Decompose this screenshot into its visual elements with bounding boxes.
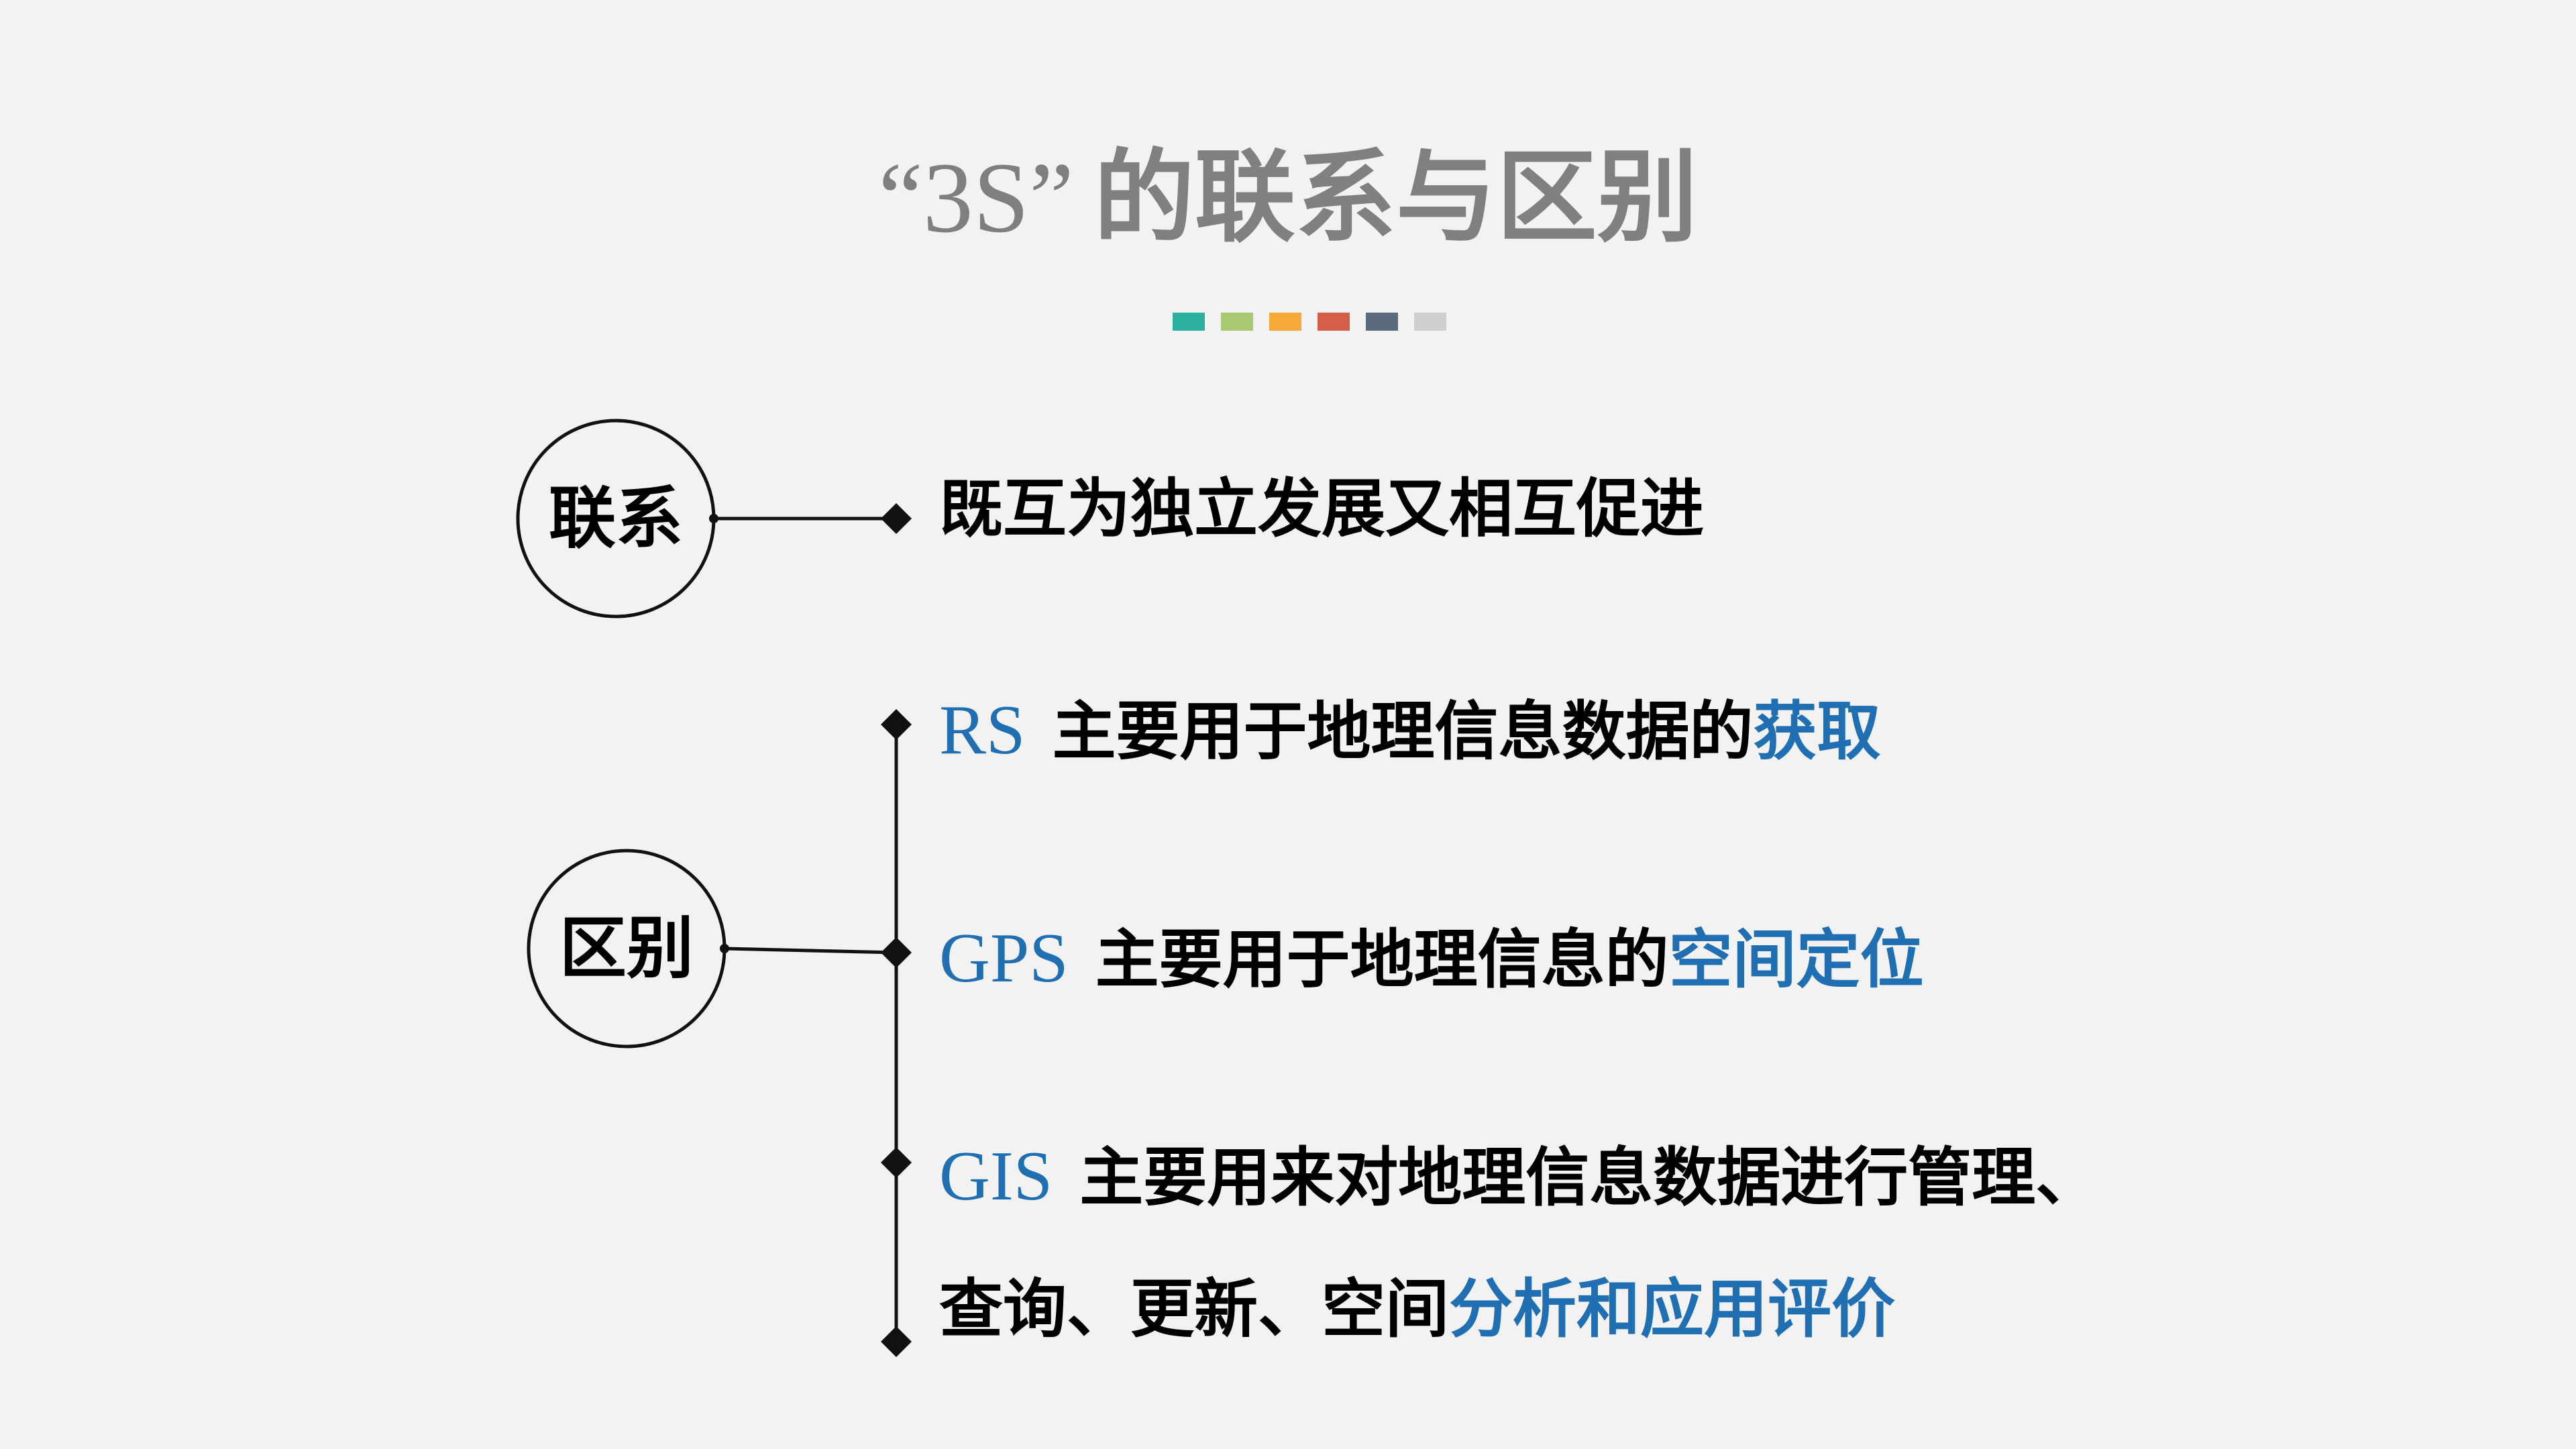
decor-square-green (1221, 313, 1253, 331)
gps-highlight: 空间定位 (1668, 923, 1924, 997)
decor-square-orange (1269, 313, 1301, 331)
title-quoted-term: “3S” (878, 142, 1074, 254)
relation-diamond (881, 503, 912, 534)
gis-description-line2: 查询、更新、空间 (939, 1273, 1450, 1346)
decor-square-gray (1414, 313, 1446, 331)
decor-square-teal (1173, 313, 1205, 331)
gps-system-name: GPS (939, 918, 1069, 997)
gis-item-line2: 查询、更新、空间分析和应用评价 (939, 1278, 1895, 1342)
rs-highlight: 获取 (1753, 695, 1881, 769)
gis-description: 主要用来对地理信息数据进行管理、 (1079, 1141, 2100, 1215)
title-main-text: 的联系与区别 (1093, 140, 1698, 256)
rs-system-name: RS (939, 690, 1026, 769)
decor-square-red (1318, 313, 1350, 331)
gps-description: 主要用于地理信息的 (1095, 923, 1669, 997)
gis-system-name: GIS (939, 1136, 1053, 1215)
difference-connector-line (724, 947, 897, 955)
bracket-end-diamond (881, 1326, 912, 1357)
gps-diamond (881, 937, 912, 968)
relation-connector-dot (709, 514, 718, 523)
gis-highlight: 分析和应用评价 (1449, 1273, 1896, 1346)
rs-description: 主要用于地理信息数据的 (1052, 695, 1754, 769)
relation-text: 既互为独立发展又相互促进 (939, 472, 1705, 546)
rs-diamond (881, 709, 912, 740)
relation-label: 联系 (549, 479, 683, 557)
gis-diamond (881, 1147, 912, 1178)
difference-connector-dot (720, 944, 729, 953)
decor-square-slate (1366, 313, 1398, 331)
slide-title: “3S”的联系与区别 (0, 148, 2576, 248)
difference-label: 区别 (559, 909, 694, 987)
